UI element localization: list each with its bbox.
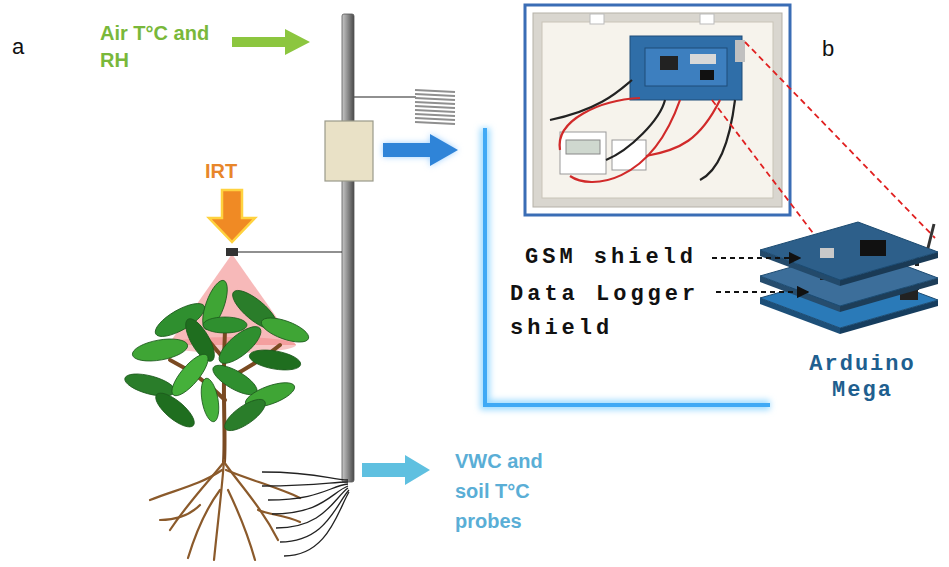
shield-plates bbox=[415, 114, 455, 116]
sensor-label: IRT bbox=[205, 158, 237, 184]
arduino-stack bbox=[928, 224, 934, 248]
component-label: Data Logger shield bbox=[510, 278, 710, 346]
plant-leaves bbox=[198, 377, 221, 423]
enclosure-photo bbox=[560, 98, 640, 150]
component-label: Arduino Mega bbox=[800, 352, 925, 404]
logger-box bbox=[325, 121, 373, 181]
plant-leaves bbox=[131, 335, 190, 364]
logger-arrow bbox=[383, 134, 458, 166]
soil-probes bbox=[280, 490, 349, 542]
enclosure-photo bbox=[735, 40, 745, 62]
enclosure-photo bbox=[525, 5, 790, 215]
enclosure-photo bbox=[560, 132, 606, 174]
soil-probes bbox=[268, 484, 348, 500]
sensor-wire bbox=[354, 96, 416, 97]
enclosure-photo bbox=[590, 14, 604, 24]
logger-arrow bbox=[383, 134, 458, 166]
air-arrow bbox=[232, 29, 310, 55]
plant-roots bbox=[160, 505, 200, 520]
enclosure-photo bbox=[525, 5, 790, 215]
enclosure-photo bbox=[700, 70, 714, 80]
sensor-label-text: Air T°C and RH bbox=[100, 22, 209, 71]
logger-arrow bbox=[383, 134, 458, 166]
plant-leaves bbox=[151, 388, 199, 433]
shield-plates bbox=[415, 110, 455, 112]
plant-leaves bbox=[203, 317, 247, 333]
enclosure-photo bbox=[630, 36, 742, 100]
shield-plates bbox=[415, 122, 455, 124]
irt-arrow bbox=[209, 190, 255, 242]
photo-guide-line bbox=[712, 42, 935, 262]
component-label-text: Data Logger shield bbox=[510, 282, 699, 341]
sensor-label-text: IRT bbox=[205, 160, 237, 182]
soil-probes bbox=[284, 492, 349, 556]
plant-leaves bbox=[123, 277, 312, 436]
plant-roots bbox=[226, 470, 300, 498]
irt-wire bbox=[238, 251, 342, 252]
sensor-label-text: VWC and soil T°C probes bbox=[455, 450, 543, 532]
leader-arrow bbox=[716, 291, 808, 293]
panel-letter: b bbox=[822, 36, 834, 62]
enclosure-photo bbox=[690, 54, 716, 64]
soil-probes bbox=[262, 482, 348, 486]
panel-letter-text: b bbox=[822, 36, 834, 61]
enclosure-photo bbox=[533, 13, 782, 207]
photo-guide-line bbox=[745, 42, 935, 238]
soil-probes bbox=[262, 472, 348, 480]
shield-plates bbox=[415, 118, 455, 120]
irt-sensor bbox=[226, 248, 238, 256]
plant-roots bbox=[150, 470, 222, 500]
enclosure-photo bbox=[570, 100, 680, 182]
enclosure-photo bbox=[700, 100, 735, 180]
arduino-stack bbox=[820, 248, 834, 258]
plant-roots bbox=[150, 460, 300, 560]
sensor-label: VWC and soil T°C probes bbox=[455, 446, 560, 536]
plant-leaves bbox=[258, 313, 311, 347]
mast-pole bbox=[342, 14, 354, 482]
leader-arrow bbox=[712, 258, 808, 292]
arduino-stack bbox=[760, 222, 938, 280]
shield-plates bbox=[415, 98, 455, 100]
shield-plates bbox=[415, 90, 455, 124]
soil-arrow bbox=[362, 455, 430, 485]
enclosure-photo bbox=[606, 100, 665, 160]
component-label: GSM shield bbox=[525, 244, 697, 272]
plant-leaves bbox=[220, 394, 270, 436]
arduino-stack bbox=[760, 222, 938, 334]
enclosure-photo bbox=[645, 48, 727, 86]
leader-arrow bbox=[712, 257, 800, 259]
enclosure-photo bbox=[566, 140, 600, 154]
plant-roots bbox=[228, 490, 255, 560]
enclosure-photo bbox=[550, 80, 632, 120]
enclosure-photo bbox=[550, 80, 735, 182]
component-label-text: Arduino Mega bbox=[809, 352, 915, 403]
enclosure-photo bbox=[646, 100, 720, 156]
enclosure-photo bbox=[660, 56, 678, 70]
shield-plates bbox=[415, 102, 455, 104]
component-label-text: GSM shield bbox=[525, 245, 697, 270]
panel-letter: a bbox=[12, 34, 24, 60]
enclosure-photo bbox=[542, 22, 773, 198]
arduino-stack bbox=[860, 240, 886, 256]
sensor-label: Air T°C and RH bbox=[100, 20, 235, 74]
panel-letter-text: a bbox=[12, 34, 24, 59]
radiation-shield bbox=[354, 90, 455, 124]
plant bbox=[123, 277, 312, 560]
shield-plates bbox=[415, 106, 455, 108]
enclosure-photo bbox=[700, 14, 714, 24]
plant-roots bbox=[188, 490, 220, 558]
shield-plates bbox=[415, 94, 455, 96]
soil-probes bbox=[262, 472, 349, 556]
shield-plates bbox=[415, 90, 455, 92]
plant-leaves bbox=[248, 347, 302, 374]
